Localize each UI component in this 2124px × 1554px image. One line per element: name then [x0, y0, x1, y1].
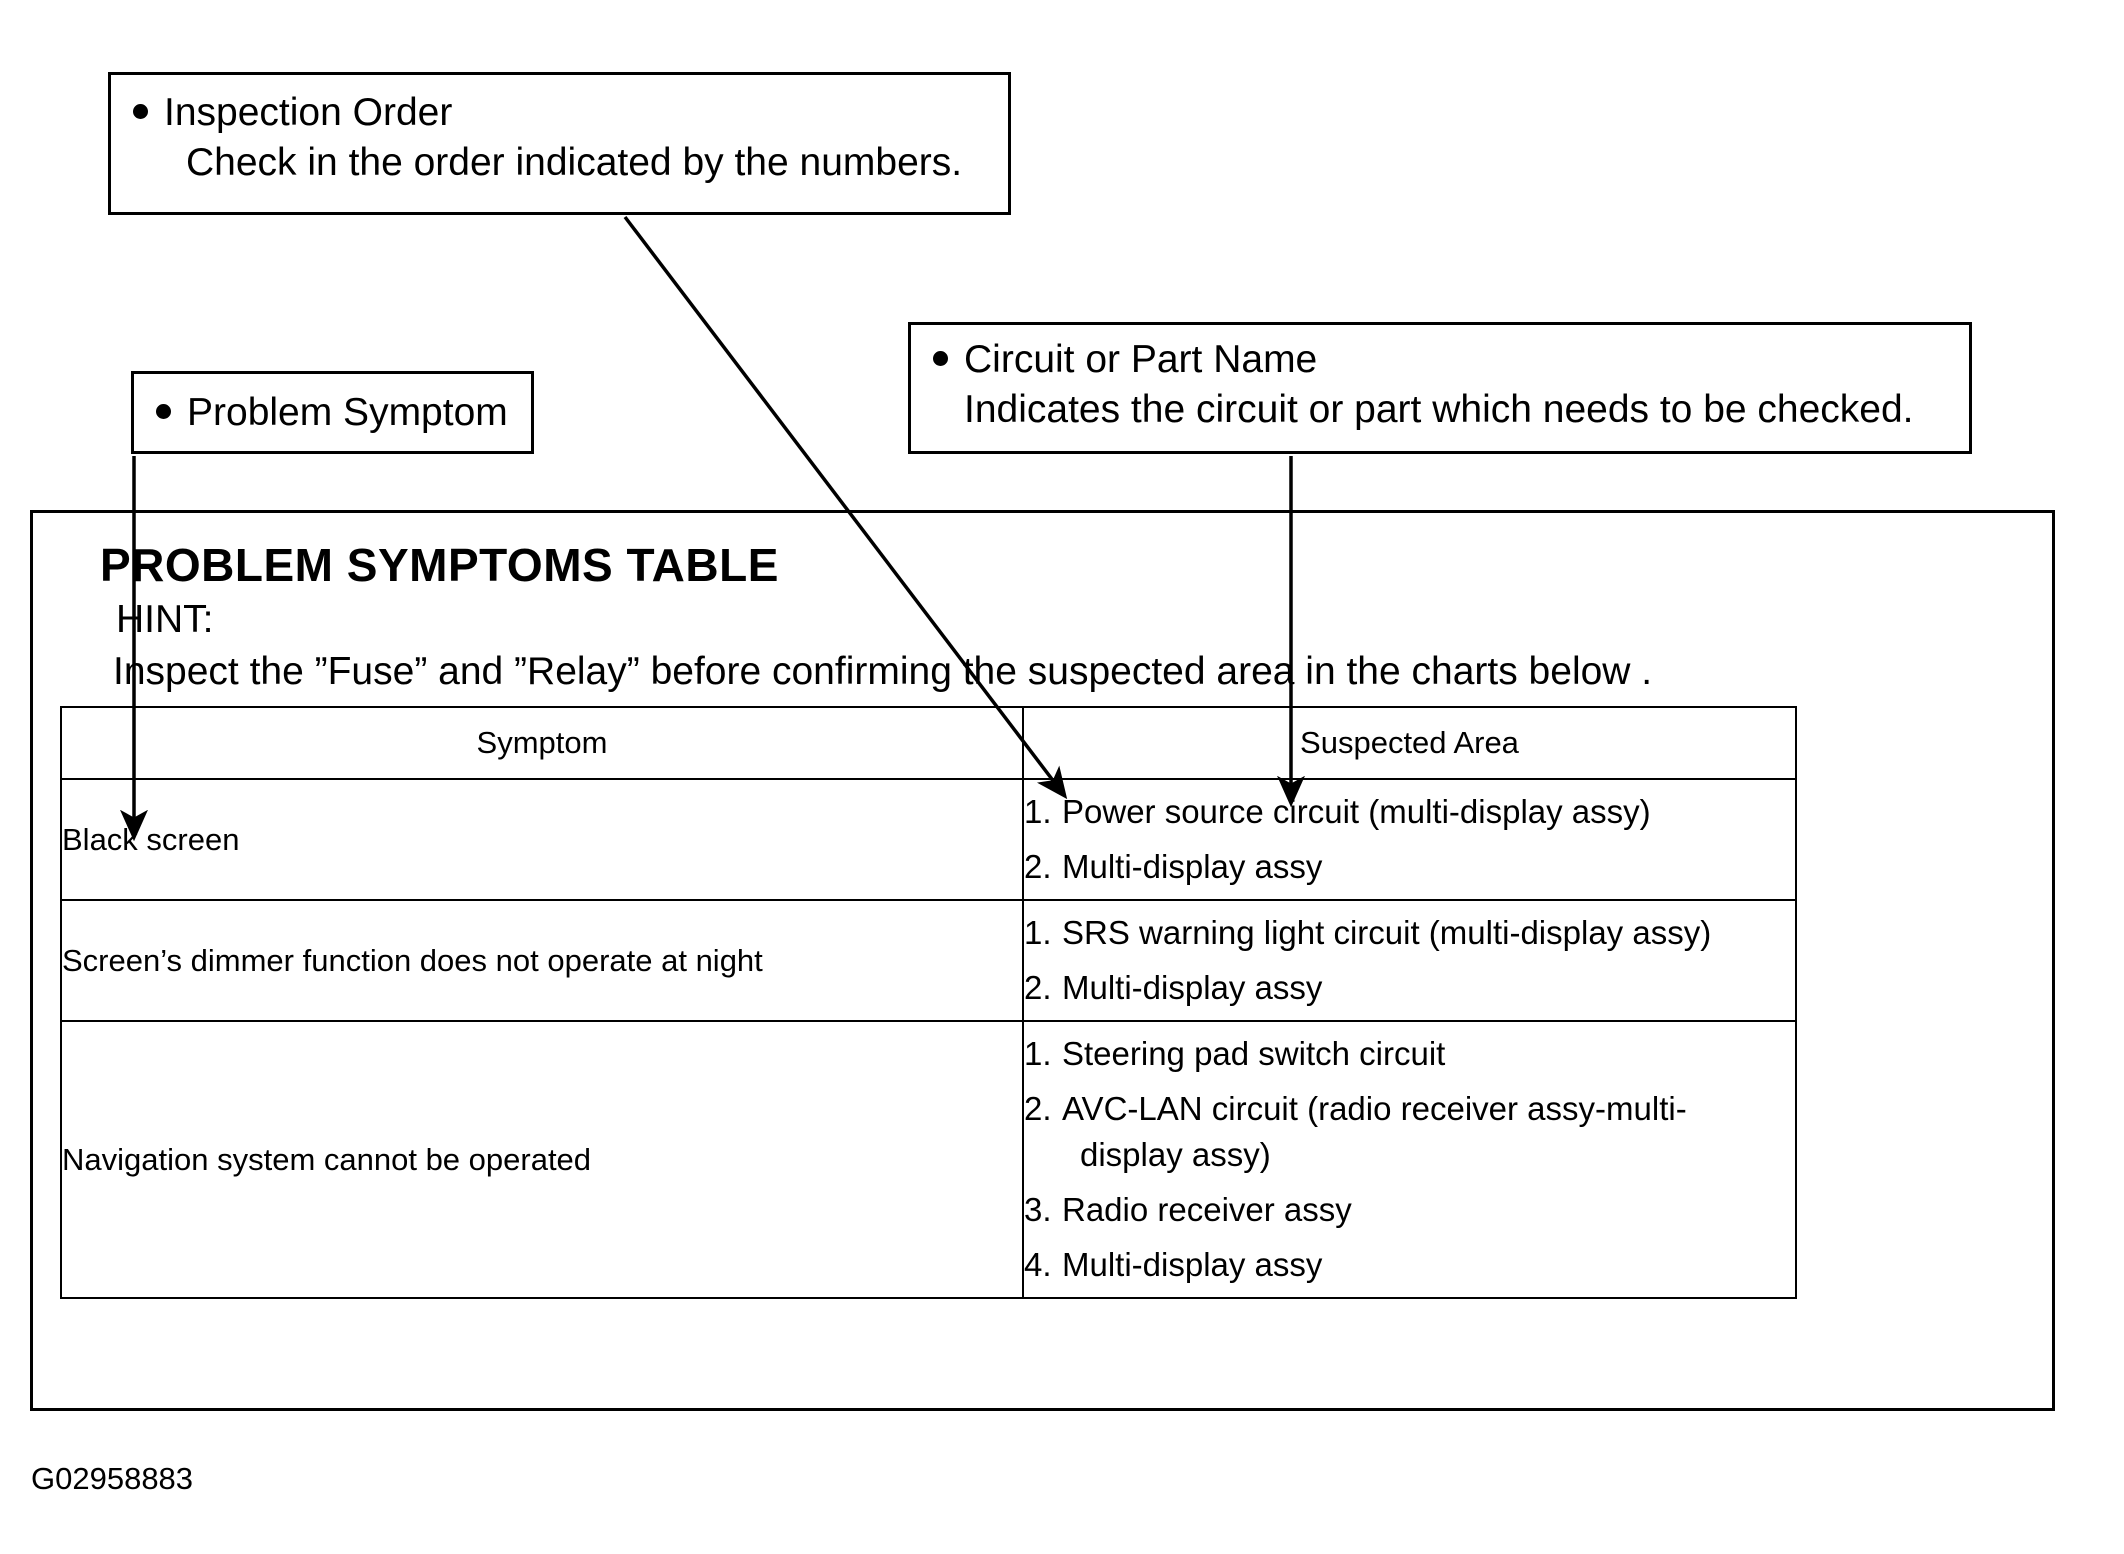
- table-body: Black screen 1. Power source circuit (mu…: [60, 778, 1797, 1299]
- list-item-number: 1.: [1024, 1035, 1052, 1072]
- cell-suspected-area: 1. SRS warning light circuit (multi-disp…: [1022, 899, 1797, 1022]
- bullet-dot-icon: [133, 104, 148, 119]
- column-header-suspected-area: Suspected Area: [1022, 706, 1797, 780]
- callout-circuit-or-part-name-description: Indicates the circuit or part which need…: [964, 388, 1914, 431]
- callout-inspection-order-description: Check in the order indicated by the numb…: [186, 141, 963, 184]
- bullet-dot-icon: [933, 351, 948, 366]
- column-header-symptom: Symptom: [60, 706, 1024, 780]
- hint-text: Inspect the ”Fuse” and ”Relay” before co…: [113, 650, 1653, 693]
- list-item: 2. Multi-display assy: [1024, 844, 1795, 890]
- list-item-label: Radio receiver assy: [1062, 1191, 1352, 1228]
- list-item-label-line1: AVC-LAN circuit (radio receiver assy-mul…: [1062, 1090, 1687, 1127]
- list-item: 1. SRS warning light circuit (multi-disp…: [1024, 910, 1795, 956]
- page-title: PROBLEM SYMPTOMS TABLE: [100, 539, 779, 591]
- hint-label: HINT:: [116, 598, 214, 641]
- list-item-number: 2.: [1024, 848, 1052, 885]
- callout-inspection-order-title: Inspection Order: [164, 91, 453, 134]
- figure-code: G02958883: [31, 1461, 194, 1496]
- table-header: Symptom Suspected Area: [60, 706, 1797, 780]
- callout-inspection-order: Inspection Order Check in the order indi…: [108, 72, 1011, 215]
- list-item-number: 2.: [1024, 969, 1052, 1006]
- callout-problem-symptom-title-line: Problem Symptom: [156, 389, 508, 437]
- list-item-number: 1.: [1024, 914, 1052, 951]
- callout-circuit-or-part-name: Circuit or Part Name Indicates the circu…: [908, 322, 1972, 454]
- cell-symptom: Black screen: [60, 778, 1024, 901]
- callout-problem-symptom: Problem Symptom: [131, 371, 534, 454]
- list-item-label: Multi-display assy: [1062, 848, 1323, 885]
- list-item-label: Multi-display assy: [1062, 969, 1323, 1006]
- cell-suspected-area: 1. Steering pad switch circuit 2. AVC-LA…: [1022, 1020, 1797, 1299]
- callout-problem-symptom-title: Problem Symptom: [187, 390, 508, 434]
- list-item-label: SRS warning light circuit (multi-display…: [1062, 914, 1712, 951]
- list-item-label: Multi-display assy: [1062, 1246, 1323, 1283]
- list-item: 2. AVC-LAN circuit (radio receiver assy-…: [1024, 1086, 1795, 1178]
- list-item: 2. Multi-display assy: [1024, 965, 1795, 1011]
- list-item: 3. Radio receiver assy: [1024, 1187, 1795, 1233]
- list-item: 1. Steering pad switch circuit: [1024, 1031, 1795, 1077]
- table-row: Black screen 1. Power source circuit (mu…: [60, 778, 1797, 901]
- list-item-number: 3.: [1024, 1191, 1052, 1228]
- callout-circuit-or-part-name-title-line: Circuit or Part Name: [933, 335, 1969, 385]
- list-item: 1. Power source circuit (multi-display a…: [1024, 789, 1795, 835]
- table-header-row: Symptom Suspected Area: [60, 706, 1797, 780]
- problem-symptoms-panel: PROBLEM SYMPTOMS TABLE HINT: Inspect the…: [30, 510, 2055, 1411]
- cell-suspected-area: 1. Power source circuit (multi-display a…: [1022, 778, 1797, 901]
- list-item: 4. Multi-display assy: [1024, 1242, 1795, 1288]
- list-item-label: Power source circuit (multi-display assy…: [1062, 793, 1651, 830]
- problem-symptoms-table: Symptom Suspected Area Black screen 1. P…: [60, 706, 1797, 1299]
- cell-symptom: Screen’s dimmer function does not operat…: [60, 899, 1024, 1022]
- list-item-number: 2.: [1024, 1090, 1052, 1127]
- table-row: Navigation system cannot be operated 1. …: [60, 1020, 1797, 1299]
- list-item-number: 4.: [1024, 1246, 1052, 1283]
- list-item-label: Steering pad switch circuit: [1062, 1035, 1446, 1072]
- list-item-label: AVC-LAN circuit (radio receiver assy-mul…: [1062, 1086, 1795, 1178]
- list-item-label-line2: display assy): [1080, 1136, 1271, 1173]
- bullet-dot-icon: [156, 403, 171, 419]
- list-item-number: 1.: [1024, 793, 1052, 830]
- table-row: Screen’s dimmer function does not operat…: [60, 899, 1797, 1022]
- callout-circuit-or-part-name-title: Circuit or Part Name: [964, 338, 1318, 381]
- cell-symptom: Navigation system cannot be operated: [60, 1020, 1024, 1299]
- callout-inspection-order-title-line: Inspection Order: [133, 88, 1008, 138]
